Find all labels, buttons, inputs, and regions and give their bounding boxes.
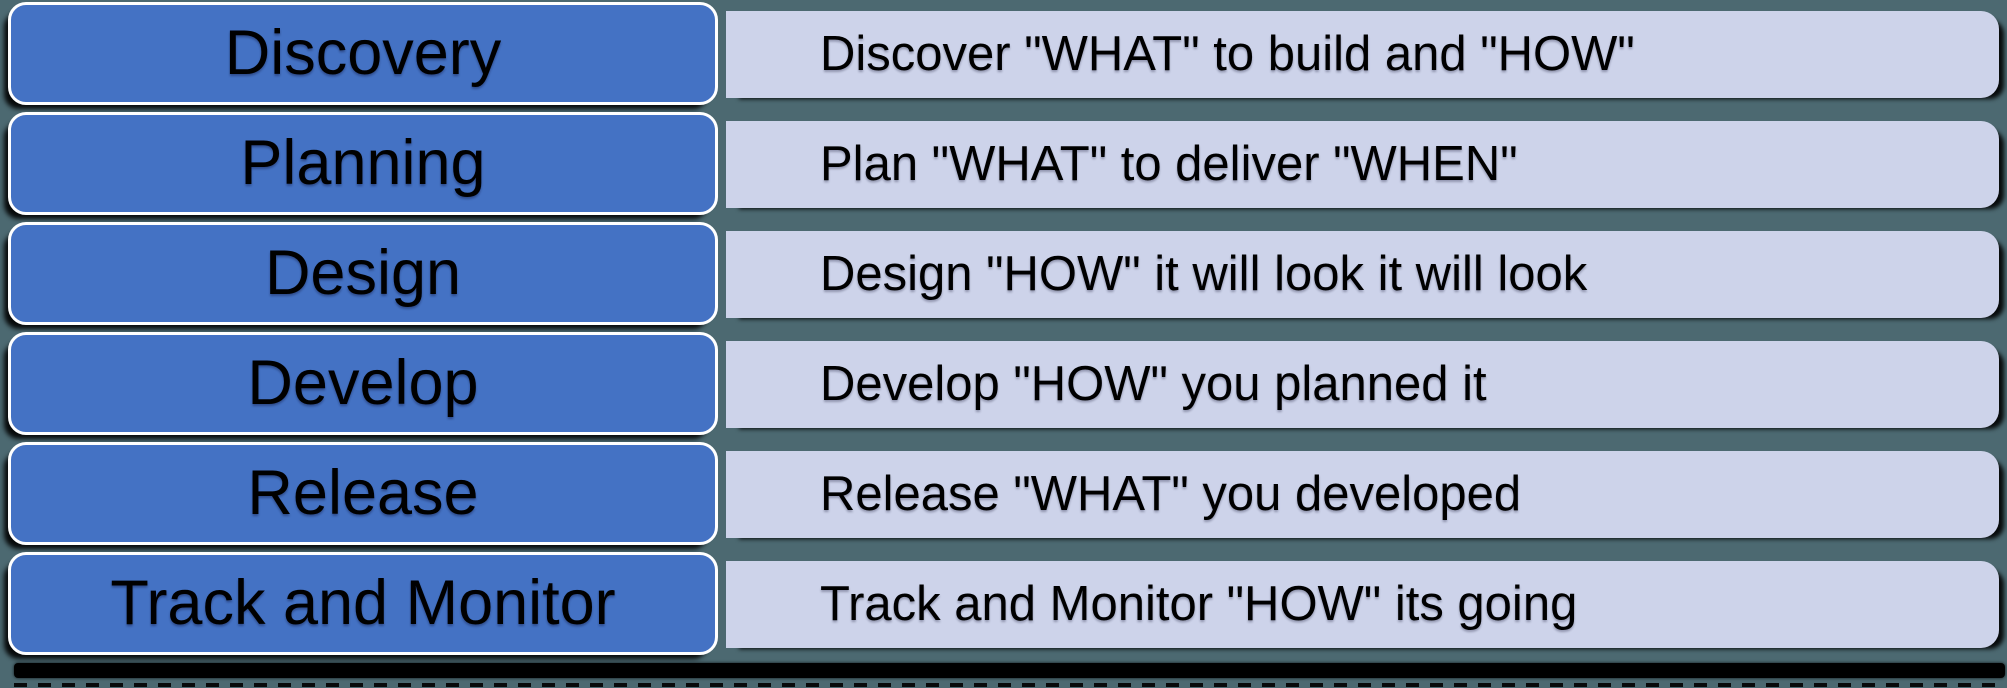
process-row-develop: Develop Develop "HOW" you planned it	[0, 330, 2007, 440]
stage-shape-track-and-monitor: Track and Monitor	[8, 552, 718, 655]
stage-description-design: Design "HOW" it will look it will look	[726, 231, 1999, 318]
process-row-release: Release Release "WHAT" you developed	[0, 440, 2007, 550]
stage-shape-design: Design	[8, 222, 718, 325]
stage-shape-planning: Planning	[8, 112, 718, 215]
stage-shape-release: Release	[8, 442, 718, 545]
diagram-drop-shadow-dashes	[14, 683, 2005, 687]
process-row-track-and-monitor: Track and Monitor Track and Monitor "HOW…	[0, 550, 2007, 660]
stage-description-develop: Develop "HOW" you planned it	[726, 341, 1999, 428]
stage-description-discovery: Discover "WHAT" to build and "HOW"	[726, 11, 1999, 98]
diagram-drop-shadow	[14, 663, 2005, 678]
process-row-design: Design Design "HOW" it will look it will…	[0, 220, 2007, 330]
process-row-planning: Planning Plan "WHAT" to deliver "WHEN"	[0, 110, 2007, 220]
process-row-discovery: Discovery Discover "WHAT" to build and "…	[0, 0, 2007, 110]
stage-shape-discovery: Discovery	[8, 2, 718, 105]
stage-description-planning: Plan "WHAT" to deliver "WHEN"	[726, 121, 1999, 208]
stage-shape-develop: Develop	[8, 332, 718, 435]
stage-description-track-and-monitor: Track and Monitor "HOW" its going	[726, 561, 1999, 648]
stage-description-release: Release "WHAT" you developed	[726, 451, 1999, 538]
